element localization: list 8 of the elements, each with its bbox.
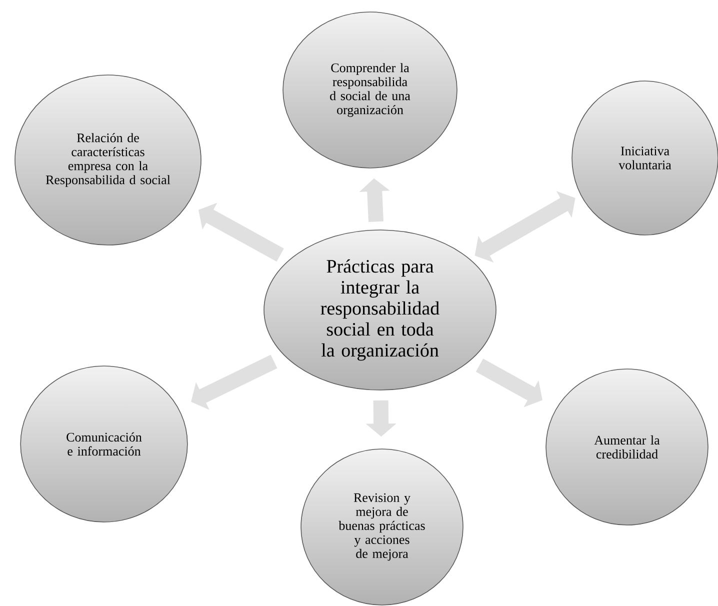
circle-node: Comunicación e información — [20, 366, 188, 522]
block-arrow — [191, 354, 278, 410]
circle-node: Revision y mejora de buenas prácticas y acciones de mejora — [300, 448, 464, 606]
circle-node: Comprender la responsabilida d social de una organización — [282, 12, 458, 168]
circle-node: Prácticas para integrar la responsabilidad social en toda la organización — [264, 230, 496, 390]
circle-node: Relación de características empresa con la Responsabilida d social — [14, 74, 202, 246]
circle-node: Aumentar la credibilidad — [546, 368, 708, 526]
circle-node: Iniciativa voluntaria — [572, 80, 718, 236]
